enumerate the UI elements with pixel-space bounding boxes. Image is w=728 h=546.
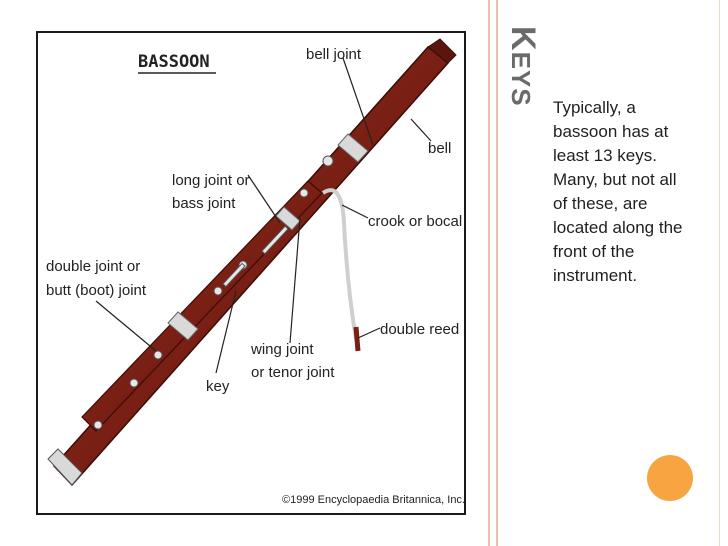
pointer-double-joint [95, 300, 157, 352]
label-long-joint-1: long joint or [172, 172, 250, 189]
label-wing-joint-2: or tenor joint [251, 364, 335, 381]
pointer-key [215, 290, 237, 374]
label-key: key [206, 378, 230, 395]
pointer-bell [410, 118, 432, 142]
diagram-title: BASSOON [138, 52, 210, 72]
label-double-reed: double reed [380, 321, 459, 338]
label-double-joint-1: double joint or [46, 258, 140, 275]
decorative-line [488, 0, 490, 546]
bassoon-diagram: BASSOON [36, 31, 466, 515]
pointer-crook [341, 204, 369, 219]
label-wing-joint-1: wing joint [250, 341, 314, 358]
crook [321, 188, 358, 340]
label-bell-joint: bell joint [306, 46, 362, 63]
label-double-joint-2: butt (boot) joint [46, 282, 147, 299]
label-long-joint-2: bass joint [172, 195, 236, 212]
label-bell: bell [428, 140, 451, 157]
pointer-wing-joint [289, 217, 301, 344]
pointer-bell-joint [342, 57, 374, 146]
slide-title: KEYS [504, 26, 542, 107]
decorative-line [719, 0, 720, 546]
label-crook: crook or bocal [368, 213, 462, 230]
credit-text: ©1999 Encyclopaedia Britannica, Inc. [282, 494, 464, 506]
bassoon-illustration: BASSOON [46, 38, 464, 506]
slide-title-rest: EYS [506, 51, 536, 107]
pointer-double-reed [357, 327, 381, 339]
slide-title-initial: K [504, 26, 542, 52]
decorative-circle [647, 455, 693, 501]
pointer-long-joint [247, 174, 281, 224]
slide-body-text: Typically, a bassoon has at least 13 key… [553, 98, 683, 285]
decorative-line [496, 0, 498, 546]
double-reed [353, 326, 361, 352]
bassoon-body [47, 38, 457, 487]
